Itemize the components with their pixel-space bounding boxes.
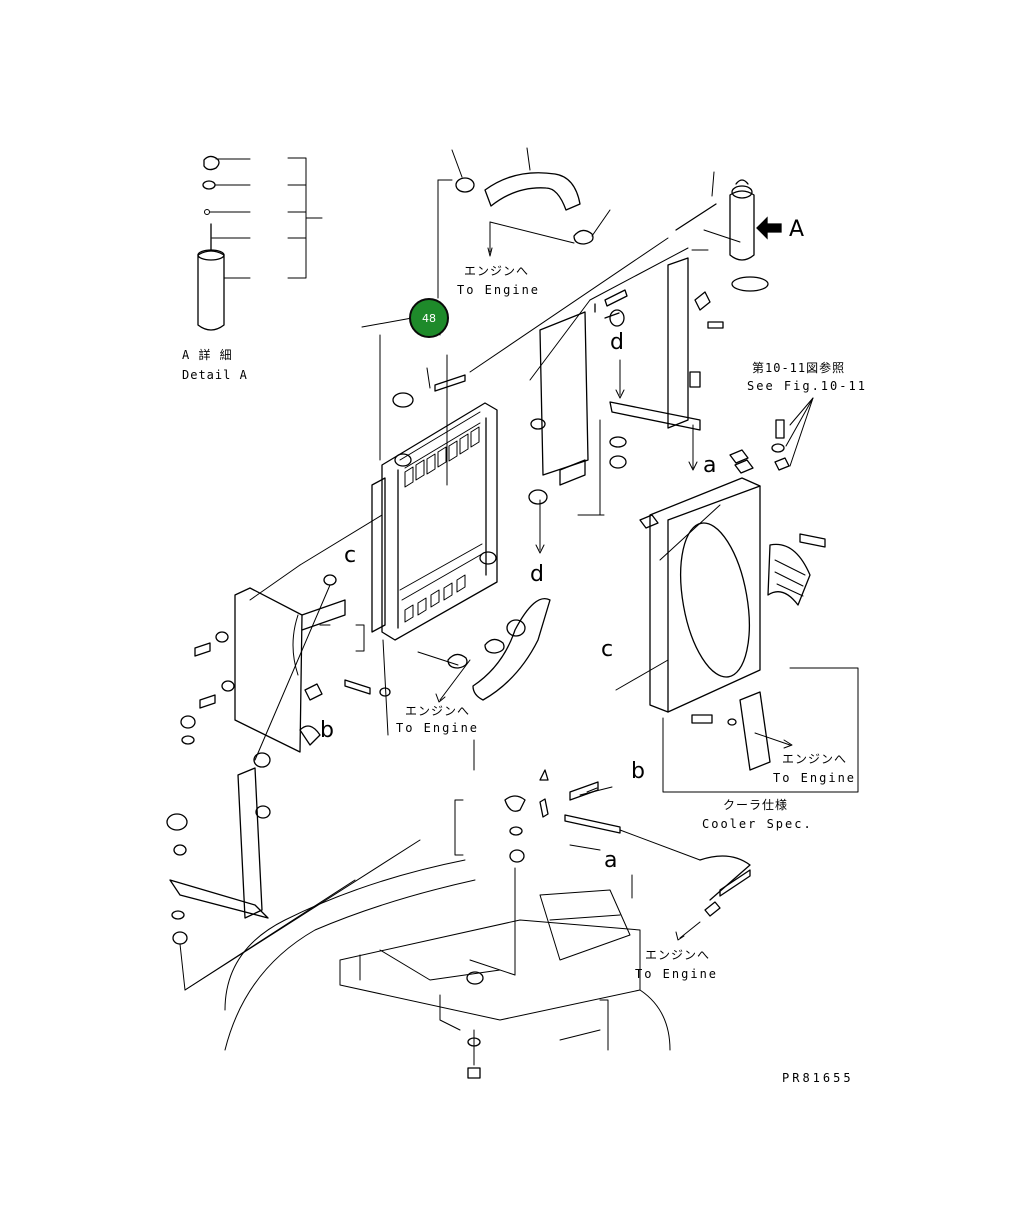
cooler-spec-en: Cooler Spec.	[702, 817, 813, 831]
detail-a-letter: A	[789, 217, 805, 242]
frame-group	[224, 859, 671, 1079]
detail-a-jp-label: A 詳 細	[182, 348, 233, 362]
cooler-spec-jp: クーラ仕様	[723, 798, 789, 812]
middle-parts-group	[454, 739, 751, 941]
left-mount-group	[180, 574, 371, 761]
ref-a-2: a	[604, 848, 618, 873]
callout-48[interactable]: 48	[409, 298, 449, 338]
to-engine-1-en: To Engine	[457, 283, 541, 297]
drawing-number: PR81655	[782, 1071, 854, 1085]
detail-a-group	[197, 155, 323, 331]
lower-hose-group	[417, 598, 551, 703]
to-engine-4-jp: エンジンへ	[645, 948, 711, 962]
to-engine-2-en: To Engine	[396, 721, 480, 735]
to-engine-4-en: To Engine	[635, 967, 719, 981]
to-engine-2-jp: エンジンへ	[405, 704, 471, 718]
see-fig-jp: 第10-11図参照	[752, 361, 846, 375]
brackets-group	[249, 257, 814, 601]
to-engine-3-jp: エンジンへ	[782, 752, 848, 766]
ref-b-1: b	[320, 718, 334, 743]
to-engine-3-en: To Engine	[773, 771, 857, 785]
shroud-group	[615, 459, 826, 713]
ref-c-2: c	[601, 637, 614, 662]
cooler-spec-box	[662, 667, 859, 793]
detail-a-en-label: Detail A	[182, 368, 248, 382]
ref-c-1: c	[344, 543, 357, 568]
top-diagonal-lines	[469, 237, 689, 381]
callout-number: 48	[422, 311, 436, 325]
ref-b-2: b	[631, 759, 645, 784]
ref-d-1: d	[610, 330, 624, 355]
reservoir-tank-group	[675, 171, 782, 292]
see-fig-en: See Fig.10-11	[747, 379, 867, 393]
upper-hose-group	[437, 147, 611, 299]
radiator-group	[361, 317, 498, 736]
lower-left-strut-group	[166, 752, 421, 991]
to-engine-1-jp: エンジンへ	[464, 264, 530, 278]
ref-d-2: d	[530, 562, 544, 587]
ref-a-1: a	[703, 453, 717, 478]
